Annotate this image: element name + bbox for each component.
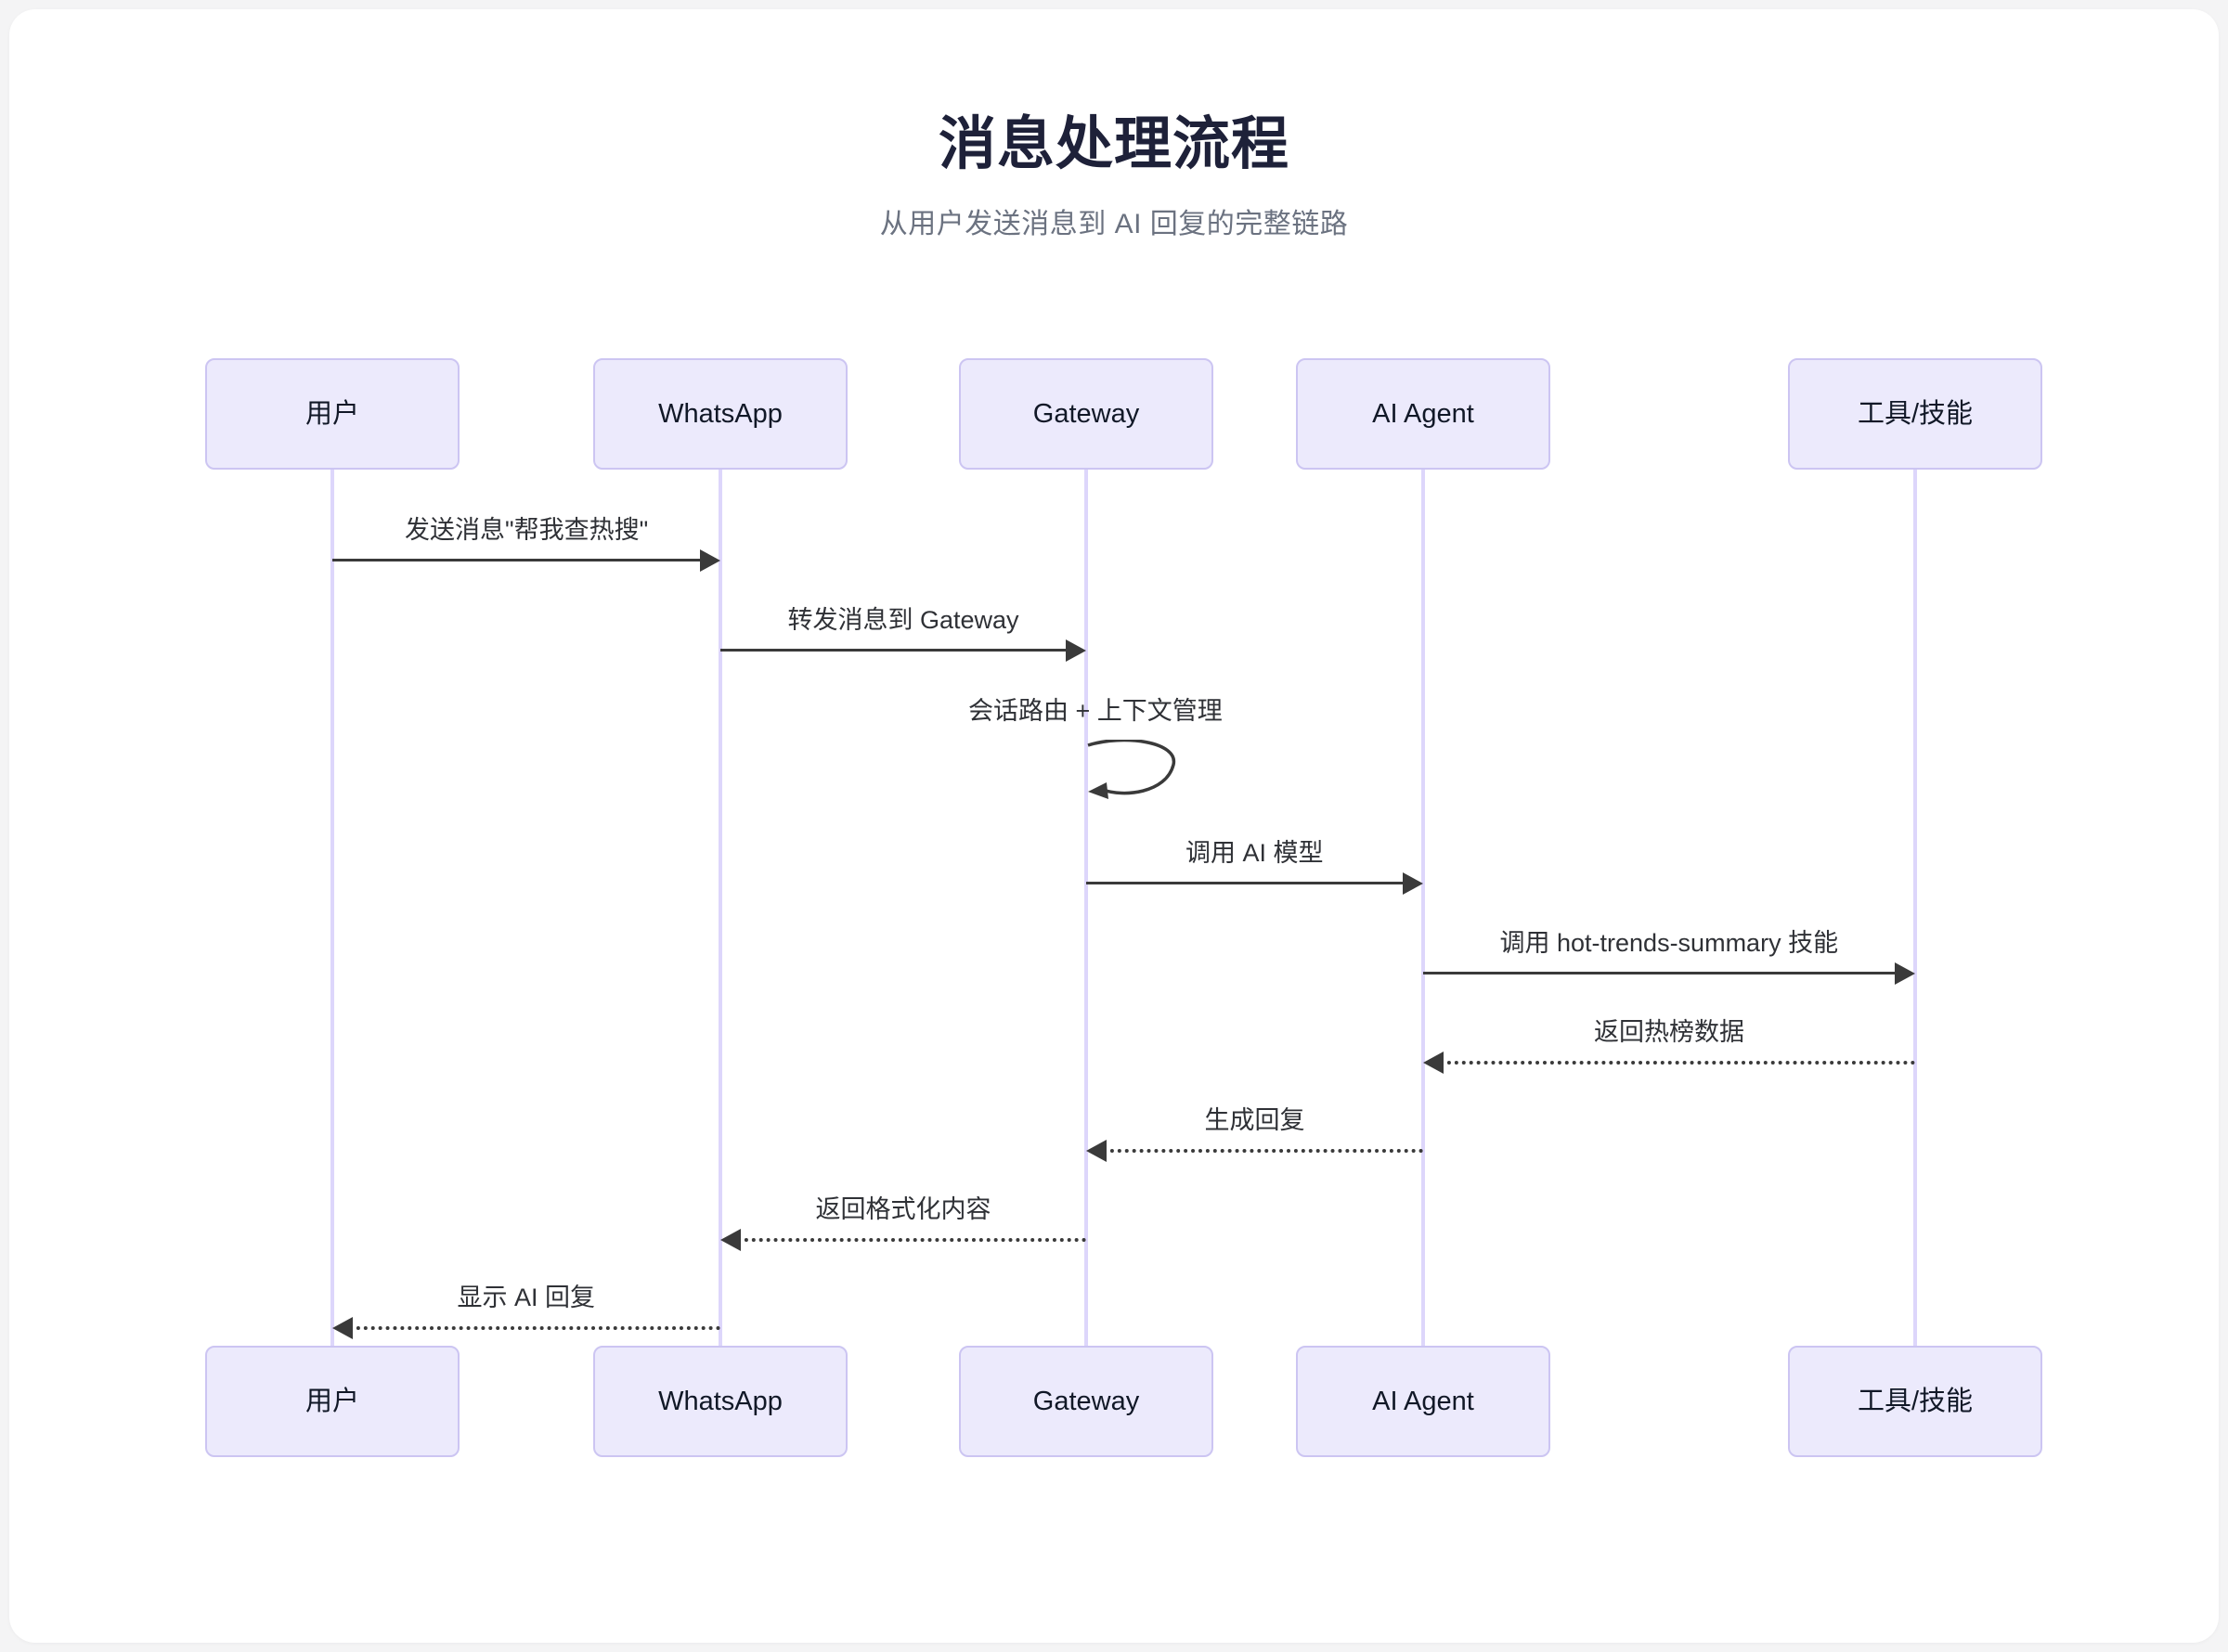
message-label-4: 调用 AI 模型 <box>1185 839 1324 867</box>
lifeline-agent <box>1421 470 1425 1346</box>
lifeline-gateway <box>1084 470 1088 1346</box>
message-label-5: 调用 hot-trends-summary 技能 <box>1499 929 1839 957</box>
message-line-2[interactable] <box>720 649 1069 652</box>
participant-bottom-agent[interactable]: AI Agent <box>1296 1346 1550 1457</box>
message-label-8: 返回格式化内容 <box>815 1195 991 1223</box>
participant-bottom-whatsapp[interactable]: WhatsApp <box>593 1346 848 1457</box>
participant-label: WhatsApp <box>658 1386 783 1416</box>
arrowhead-7 <box>1086 1140 1107 1162</box>
message-label-2: 转发消息到 Gateway <box>787 606 1019 634</box>
participant-top-tools[interactable]: 工具/技能 <box>1788 358 2042 470</box>
participant-bottom-user[interactable]: 用户 <box>205 1346 460 1457</box>
message-label-1: 发送消息"帮我查热搜" <box>405 516 649 544</box>
message-line-5[interactable] <box>1423 972 1898 974</box>
page-header: 消息处理流程 从用户发送消息到 AI 回复的完整链路 <box>9 9 2219 241</box>
participant-top-agent[interactable]: AI Agent <box>1296 358 1550 470</box>
lifeline-whatsapp <box>719 470 722 1346</box>
lifeline-tools <box>1913 470 1917 1346</box>
participant-bottom-tools[interactable]: 工具/技能 <box>1788 1346 2042 1457</box>
participant-label: 工具/技能 <box>1857 398 1974 429</box>
arrowhead-6 <box>1423 1052 1444 1074</box>
page-title: 消息处理流程 <box>938 112 1289 176</box>
message-line-1[interactable] <box>332 559 704 561</box>
message-line-9[interactable] <box>349 1326 720 1330</box>
participant-label: WhatsApp <box>658 398 783 429</box>
participant-label: 用户 <box>304 1386 359 1416</box>
participant-label: Gateway <box>1032 1386 1140 1416</box>
message-line-7[interactable] <box>1103 1149 1423 1153</box>
message-label-6: 返回热榜数据 <box>1594 1018 1744 1046</box>
participant-label: 工具/技能 <box>1857 1386 1974 1416</box>
participant-label: AI Agent <box>1372 398 1474 429</box>
arrowhead-8 <box>720 1229 741 1251</box>
arrowhead-1 <box>700 549 720 572</box>
participant-bottom-gateway[interactable]: Gateway <box>959 1346 1213 1457</box>
participant-top-whatsapp[interactable]: WhatsApp <box>593 358 848 470</box>
participant-top-user[interactable]: 用户 <box>205 358 460 470</box>
message-label-7: 生成回复 <box>1204 1106 1305 1134</box>
message-line-4[interactable] <box>1086 882 1406 884</box>
arrowhead-5 <box>1895 962 1915 985</box>
participant-top-gateway[interactable]: Gateway <box>959 358 1213 470</box>
message-label-3: 会话路由 + 上下文管理 <box>968 697 1223 725</box>
participant-label: 用户 <box>304 398 359 429</box>
message-selfloop-3[interactable] <box>1086 738 1198 815</box>
message-label-9: 显示 AI 回复 <box>457 1284 596 1311</box>
participant-label: Gateway <box>1032 398 1140 429</box>
message-line-6[interactable] <box>1440 1061 1915 1065</box>
message-line-8[interactable] <box>737 1238 1086 1242</box>
arrowhead-4 <box>1403 872 1423 895</box>
participant-label: AI Agent <box>1372 1386 1474 1416</box>
arrowhead-9 <box>332 1317 353 1339</box>
arrowhead-2 <box>1066 639 1086 662</box>
page-subtitle: 从用户发送消息到 AI 回复的完整链路 <box>879 209 1349 240</box>
lifeline-user <box>330 470 334 1346</box>
